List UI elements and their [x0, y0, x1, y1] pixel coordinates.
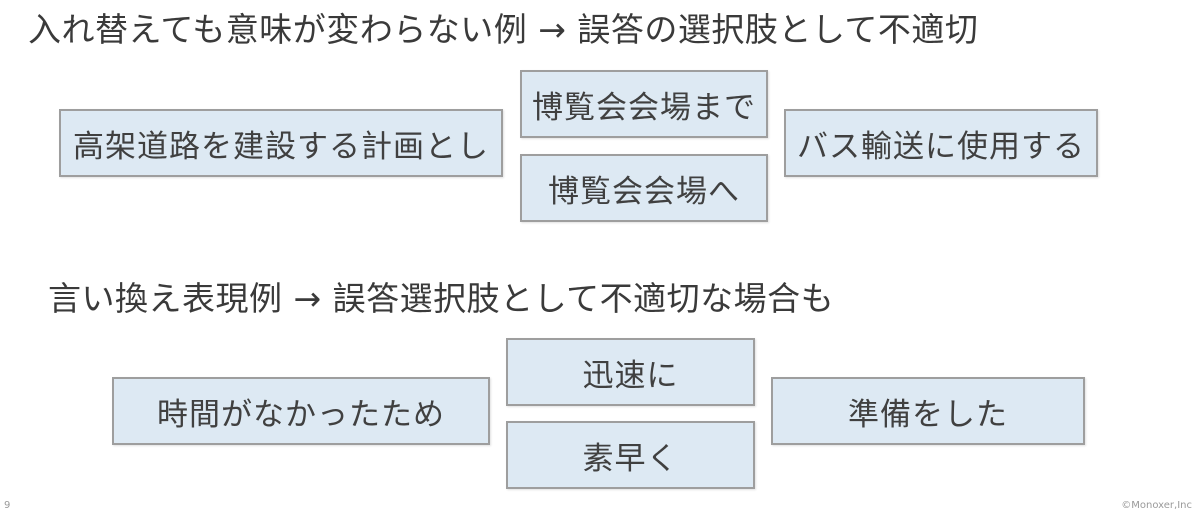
example1-middle-top-box: 博覧会会場まで	[520, 70, 768, 138]
example2-left-label: 時間がなかったため	[157, 396, 445, 433]
example2-right-label: 準備をした	[848, 396, 1008, 433]
example2-middle-top-label: 迅速に	[582, 357, 679, 394]
page-number: 9	[4, 500, 11, 511]
example1-left-label: 高架道路を建設する計画とし	[73, 128, 489, 165]
example2-left-box: 時間がなかったため	[112, 377, 490, 445]
example1-heading: 入れ替えても意味が変わらない例 → 誤答の選択肢として不適切	[28, 10, 979, 49]
example2-middle-bottom-label: 素早く	[582, 440, 679, 477]
example1-left-box: 高架道路を建設する計画とし	[59, 109, 503, 177]
copyright-text: ©Monoxer,Inc	[1121, 500, 1192, 511]
example1-middle-top-label: 博覧会会場まで	[532, 89, 756, 126]
example2-middle-top-box: 迅速に	[506, 338, 755, 406]
example1-middle-bottom-box: 博覧会会場へ	[520, 154, 768, 222]
example2-heading: 言い換え表現例 → 誤答選択肢として不適切な場合も	[48, 279, 835, 318]
example2-middle-bottom-box: 素早く	[506, 421, 755, 489]
example1-middle-bottom-label: 博覧会会場へ	[548, 173, 740, 210]
example1-right-box: バス輸送に使用する	[784, 109, 1098, 177]
example2-right-box: 準備をした	[771, 377, 1085, 445]
example1-right-label: バス輸送に使用する	[797, 128, 1085, 165]
